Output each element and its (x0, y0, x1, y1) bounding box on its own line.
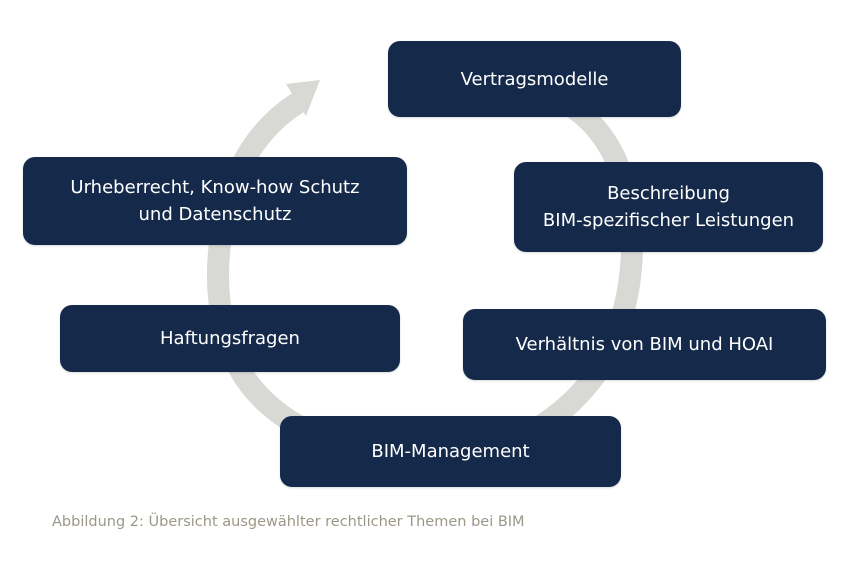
node-label-line2: BIM-spezifischer Leistungen (542, 210, 795, 231)
node-label-line1: Beschreibung (607, 183, 730, 204)
node-bim-management: BIM-Management (280, 416, 621, 487)
node-label: Vertragsmodelle (460, 68, 609, 90)
node-label-line2: und Datenschutz (138, 204, 292, 225)
node-verhaeltnis: Verhältnis von BIM und HOAI (463, 309, 826, 380)
node-haftungsfragen: Haftungsfragen (60, 305, 400, 372)
node-beschreibung: Beschreibung BIM-spezifischer Leistungen (514, 162, 823, 252)
figure-caption: Abbildung 2: Übersicht ausgewählter rech… (52, 514, 525, 530)
node-label: Verhältnis von BIM und HOAI (515, 334, 774, 355)
node-label: Haftungsfragen (160, 328, 300, 349)
node-urheberrecht: Urheberrecht, Know-how Schutz und Datens… (23, 157, 407, 245)
node-vertragsmodelle: Vertragsmodelle (388, 41, 681, 117)
cycle-arrow-icon (207, 80, 643, 470)
node-label: BIM-Management (371, 441, 530, 462)
node-label-line1: Urheberrecht, Know-how Schutz (70, 177, 360, 198)
